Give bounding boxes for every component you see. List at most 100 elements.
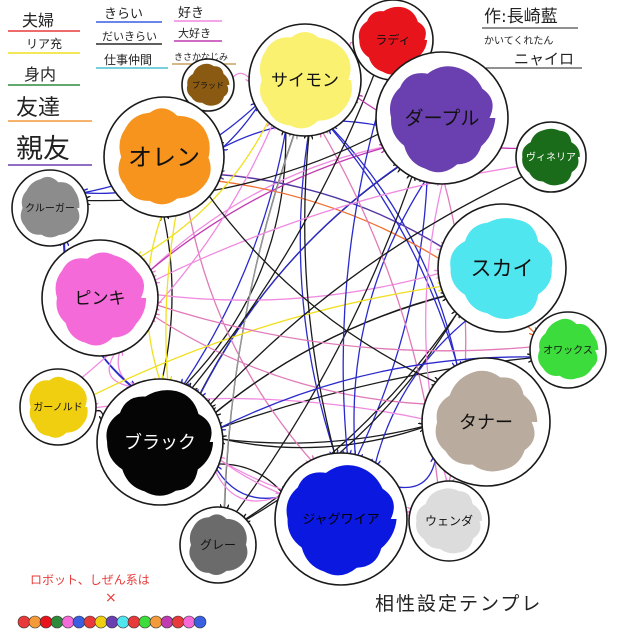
- relationship-line-orange-to-tanner: [205, 190, 440, 384]
- robot-head-icon: [105, 615, 119, 629]
- character-node-brad[interactable]: ブラッド: [181, 58, 235, 112]
- credit: 作:長崎藍 かいてくれたん ニャイロ: [482, 7, 582, 69]
- character-name-orange: オレン: [128, 143, 200, 171]
- credit-artist: ニャイロ: [514, 50, 574, 68]
- relationship-line-jaguar-to-purple: [353, 178, 427, 462]
- character-color-blob-purple: [389, 66, 496, 173]
- relationship-line-black-to-orange: [161, 213, 173, 386]
- relationship-line-purple-to-black: [199, 162, 404, 397]
- character-name-wanda: ウェンダ: [425, 513, 473, 528]
- credit-drawn-by: かいてくれたん: [484, 35, 553, 47]
- character-name-jaguar: ジャグワイア: [302, 513, 379, 528]
- character-node-vinelia[interactable]: ヴィネリア: [515, 121, 587, 193]
- character-name-grueger: クルーガー: [25, 203, 75, 215]
- legend-col-3: 好き 大好き きさかなじみ: [172, 6, 236, 65]
- character-name-pinky: ピンキ: [75, 289, 126, 309]
- character-node-saimon[interactable]: サイモン: [248, 23, 362, 137]
- legend: 夫婦 リア充 身内 友達 親友 きらい だいきらい 仕事仲間 好き 大好き きさ…: [8, 6, 236, 166]
- character-name-purple: ダープル: [405, 108, 480, 130]
- relationship-line-wanda-to-saimon: [321, 129, 440, 490]
- robot-head-icon: [127, 615, 141, 629]
- character-color-blob-sky: [450, 218, 553, 320]
- legend-label-suki: 好き: [178, 6, 204, 21]
- character-name-black: ブラック: [124, 431, 196, 453]
- relationship-line-saimon-to-black: [182, 125, 288, 387]
- legend-label-daisuki: 大好き: [178, 26, 211, 40]
- footnote-text: ロボット、しぜん系は: [30, 573, 150, 587]
- relationship-line-sky-to-black: [213, 293, 451, 415]
- robot-head-icon: [171, 615, 185, 629]
- relationship-line-jaguar-to-saimon: [305, 132, 337, 460]
- robot-head-icon: [83, 615, 97, 629]
- relationship-line-sky-to-orange: [217, 175, 448, 251]
- legend-label-miuchi: 身内: [24, 65, 56, 84]
- robot-head-icon: [116, 615, 130, 629]
- character-node-garnold[interactable]: ガーノルド: [19, 368, 97, 446]
- relationship-line-purple-to-pinky: [148, 145, 390, 273]
- robot-head-icon: [193, 615, 207, 629]
- character-color-blob-grueger: [20, 176, 80, 238]
- relationship-line-garnold-to-sky: [87, 286, 445, 399]
- character-node-purple[interactable]: ダープル: [375, 51, 509, 185]
- character-node-gray[interactable]: グレー: [179, 506, 257, 584]
- relationship-line-purple-to-jaguar: [356, 175, 428, 459]
- character-node-tanner[interactable]: タナー: [421, 357, 551, 487]
- legend-col-2: きらい だいきらい 仕事仲間: [96, 7, 168, 69]
- character-node-ox[interactable]: オワックス: [529, 311, 607, 389]
- relationship-line-vinelia-to-black: [208, 173, 529, 407]
- relationship-line-rady-to-jaguar: [343, 73, 390, 458]
- character-name-sky: スカイ: [471, 256, 534, 280]
- relationship-line-ox-to-pinky: [154, 304, 537, 352]
- character-color-blob-jaguar: [286, 465, 397, 576]
- relationship-line-sky-to-jaguar: [375, 316, 472, 467]
- relationship-line-tanner-to-black: [219, 424, 429, 449]
- character-node-wanda[interactable]: ウェンダ: [408, 480, 490, 562]
- character-color-blob-rady: [358, 6, 428, 75]
- robot-head-icon: [94, 615, 108, 629]
- character-color-blob-wanda: [416, 488, 483, 554]
- character-color-blob-orange: [118, 108, 211, 205]
- robot-head-icon: [149, 615, 163, 629]
- relationship-line-saimon-to-jaguar: [299, 129, 336, 457]
- robot-head-icon: [160, 615, 174, 629]
- character-node-sky[interactable]: スカイ: [437, 203, 567, 333]
- relationship-line-tanner-to-saimon: [329, 126, 460, 372]
- legend-label-tomodachi: 友達: [16, 96, 60, 121]
- character-name-vinelia: ヴィネリア: [526, 151, 576, 164]
- character-color-blob-brad: [186, 63, 230, 106]
- character-color-blob-pinky: [55, 252, 147, 346]
- character-name-gray: グレー: [200, 538, 236, 552]
- robot-icon-row: [17, 615, 207, 629]
- relationship-line-black-to-jaguar: [211, 463, 284, 501]
- character-node-jaguar[interactable]: ジャグワイア: [274, 452, 408, 586]
- character-color-blob-gray: [189, 514, 248, 576]
- character-name-ox: オワックス: [543, 345, 593, 357]
- character-node-grueger[interactable]: クルーガー: [11, 169, 89, 247]
- character-color-blob-vinelia: [522, 128, 580, 186]
- character-color-blob-saimon: [259, 31, 352, 129]
- character-node-pinky[interactable]: ピンキ: [41, 239, 159, 357]
- legend-label-shigotonakama: 仕事仲間: [104, 53, 152, 67]
- chart-title: 相性設定テンプレ: [375, 593, 542, 615]
- character-node-orange[interactable]: オレン: [103, 96, 225, 218]
- legend-label-riajuu: リア充: [26, 36, 62, 51]
- robot-head-icon: [72, 615, 86, 629]
- credit-author: 作:長崎藍: [484, 7, 558, 27]
- robot-head-icon: [17, 615, 31, 629]
- character-name-saimon: サイモン: [271, 71, 339, 91]
- relationship-line-gray-to-saimon: [223, 131, 296, 515]
- legend-col-1: 夫婦 リア充 身内 友達 親友: [8, 11, 92, 166]
- legend-label-shinyuu: 親友: [16, 134, 70, 165]
- relationship-line-jaguar-to-tanner: [390, 455, 436, 489]
- character-color-blob-black: [106, 390, 214, 496]
- character-name-garnold: ガーノルド: [33, 402, 82, 414]
- character-node-black[interactable]: ブラック: [96, 378, 224, 506]
- legend-label-fuufu: 夫婦: [22, 11, 54, 30]
- relationship-line-gray-to-purple: [232, 173, 413, 518]
- relationship-line-black-to-tanner: [216, 426, 426, 444]
- character-name-rady: ラディ: [375, 32, 410, 47]
- footnote-mark: ×: [105, 590, 117, 606]
